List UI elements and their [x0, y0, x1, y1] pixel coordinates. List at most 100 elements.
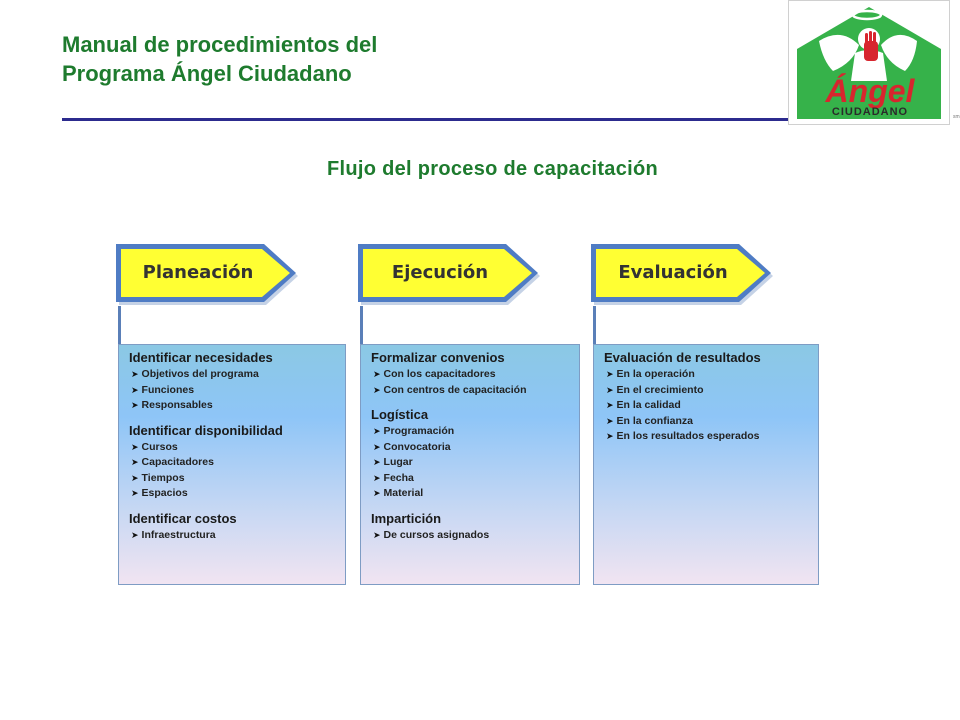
- item-text: Tiempos: [141, 471, 185, 484]
- item-text: Con centros de capacitación: [383, 383, 527, 396]
- item-text: Objetivos del programa: [141, 368, 259, 380]
- list-item: ➤Funciones: [131, 383, 335, 399]
- arrowhead-bullet-icon: ➤: [373, 441, 381, 452]
- group-heading: Logística: [371, 407, 429, 422]
- stage-ejecucion: Ejecución Formalizar convenios ➤Con los …: [358, 244, 580, 589]
- group-heading: Identificar necesidades: [129, 350, 273, 365]
- stage-connector: [593, 306, 596, 346]
- group-heading: Evaluación de resultados: [604, 350, 761, 365]
- arrowhead-bullet-icon: ➤: [131, 472, 139, 483]
- arrowhead-bullet-icon: ➤: [606, 384, 614, 395]
- program-logo: Ángel CIUDADANO: [788, 0, 950, 125]
- item-text: Funciones: [141, 383, 195, 396]
- item-text: Espacios: [141, 487, 188, 499]
- list-item: ➤En los resultados esperados: [606, 429, 808, 445]
- stage-arrow-shape: [591, 244, 773, 305]
- group-heading: Formalizar convenios: [371, 350, 505, 365]
- list-item: ➤Cursos: [131, 440, 335, 456]
- arrowhead-bullet-icon: ➤: [606, 431, 614, 441]
- item-list: ➤De cursos asignados: [373, 528, 569, 544]
- item-text: Con los capacitadores: [383, 368, 496, 380]
- item-text: De cursos asignados: [383, 528, 490, 541]
- detail-group: Logística ➤Programación ➤Convocatoria ➤L…: [371, 406, 569, 502]
- arrowhead-bullet-icon: ➤: [131, 441, 139, 452]
- list-item: ➤Material: [373, 486, 569, 502]
- list-item: ➤Objetivos del programa: [131, 367, 335, 383]
- arrowhead-bullet-icon: ➤: [373, 384, 381, 395]
- logo-service-mark: sm: [953, 114, 960, 120]
- item-text: En la operación: [616, 368, 695, 380]
- list-item: ➤En la operación: [606, 367, 808, 383]
- stage-planeacion: Planeación Identificar necesidades ➤Obje…: [116, 244, 346, 589]
- stage-arrow-shape: [358, 244, 540, 305]
- stage-connector: [360, 306, 363, 346]
- item-text: En el crecimiento: [616, 383, 704, 396]
- list-item: ➤De cursos asignados: [373, 528, 569, 544]
- item-text: En la calidad: [616, 399, 681, 411]
- item-list: ➤Infraestructura: [131, 528, 335, 544]
- item-text: Programación: [383, 425, 455, 437]
- stage-label: Evaluación: [618, 262, 728, 283]
- arrowhead-bullet-icon: ➤: [131, 488, 139, 498]
- document-title-line1: Manual de procedimientos del: [62, 32, 378, 57]
- arrowhead-bullet-icon: ➤: [373, 426, 381, 436]
- arrowhead-bullet-icon: ➤: [373, 488, 381, 498]
- detail-group: Identificar necesidades ➤Objetivos del p…: [129, 349, 335, 414]
- item-text: Infraestructura: [141, 528, 216, 541]
- detail-group: Formalizar convenios ➤Con los capacitado…: [371, 349, 569, 398]
- list-item: ➤En la confianza: [606, 414, 808, 430]
- arrowhead-bullet-icon: ➤: [606, 400, 614, 410]
- list-item: ➤Con centros de capacitación: [373, 383, 569, 399]
- list-item: ➤Infraestructura: [131, 528, 335, 544]
- list-item: ➤En el crecimiento: [606, 383, 808, 399]
- list-item: ➤Lugar: [373, 455, 569, 471]
- list-item: ➤Convocatoria: [373, 440, 569, 456]
- item-text: Responsables: [141, 399, 213, 411]
- list-item: ➤Programación: [373, 424, 569, 440]
- document-title: Manual de procedimientos del Programa Án…: [62, 30, 377, 88]
- group-heading: Impartición: [371, 510, 442, 526]
- stage-arrow-shape: [116, 244, 298, 305]
- arrowhead-bullet-icon: ➤: [131, 369, 139, 379]
- item-list: ➤Programación ➤Convocatoria ➤Lugar ➤Fech…: [373, 424, 569, 502]
- arrowhead-bullet-icon: ➤: [131, 529, 139, 540]
- item-text: Capacitadores: [141, 456, 214, 468]
- document-title-line2: Programa Ángel Ciudadano: [62, 61, 352, 86]
- item-text: Lugar: [383, 456, 413, 468]
- arrowhead-bullet-icon: ➤: [373, 529, 381, 540]
- item-list: ➤Cursos ➤Capacitadores ➤Tiempos ➤Espacio…: [131, 440, 335, 502]
- list-item: ➤En la calidad: [606, 398, 808, 414]
- angel-logo-graphic: [797, 7, 941, 119]
- arrowhead-bullet-icon: ➤: [373, 472, 381, 483]
- arrowhead-bullet-icon: ➤: [131, 400, 139, 410]
- item-list: ➤Con los capacitadores ➤Con centros de c…: [373, 367, 569, 398]
- item-text: En la confianza: [616, 414, 693, 427]
- arrowhead-bullet-icon: ➤: [131, 457, 139, 467]
- stage-label: Ejecución: [391, 262, 489, 283]
- detail-group: Identificar disponibilidad ➤Cursos ➤Capa…: [129, 422, 335, 502]
- item-list: ➤Objetivos del programa ➤Funciones ➤Resp…: [131, 367, 335, 414]
- group-heading: Identificar costos: [129, 510, 237, 526]
- list-item: ➤Con los capacitadores: [373, 367, 569, 383]
- list-item: ➤Fecha: [373, 471, 569, 487]
- item-text: Material: [383, 487, 424, 499]
- group-heading: Identificar disponibilidad: [129, 422, 283, 438]
- stage-details-box: Evaluación de resultados ➤En la operació…: [593, 344, 819, 585]
- item-text: Fecha: [383, 471, 414, 484]
- arrowhead-bullet-icon: ➤: [606, 369, 614, 379]
- arrowhead-bullet-icon: ➤: [606, 415, 614, 426]
- item-list: ➤En la operación ➤En el crecimiento ➤En …: [606, 367, 808, 445]
- stage-label: Planeación: [142, 262, 254, 283]
- detail-group: Evaluación de resultados ➤En la operació…: [604, 349, 808, 445]
- list-item: ➤Capacitadores: [131, 455, 335, 471]
- stage-evaluacion: Evaluación Evaluación de resultados ➤En …: [591, 244, 819, 589]
- stage-details-box: Formalizar convenios ➤Con los capacitado…: [360, 344, 580, 585]
- arrowhead-bullet-icon: ➤: [131, 384, 139, 395]
- detail-group: Impartición ➤De cursos asignados: [371, 510, 569, 544]
- item-text: Convocatoria: [383, 440, 451, 453]
- detail-group: Identificar costos ➤Infraestructura: [129, 510, 335, 544]
- list-item: ➤Tiempos: [131, 471, 335, 487]
- stage-connector: [118, 306, 121, 346]
- title-underline: [62, 118, 804, 121]
- arrowhead-bullet-icon: ➤: [373, 457, 381, 467]
